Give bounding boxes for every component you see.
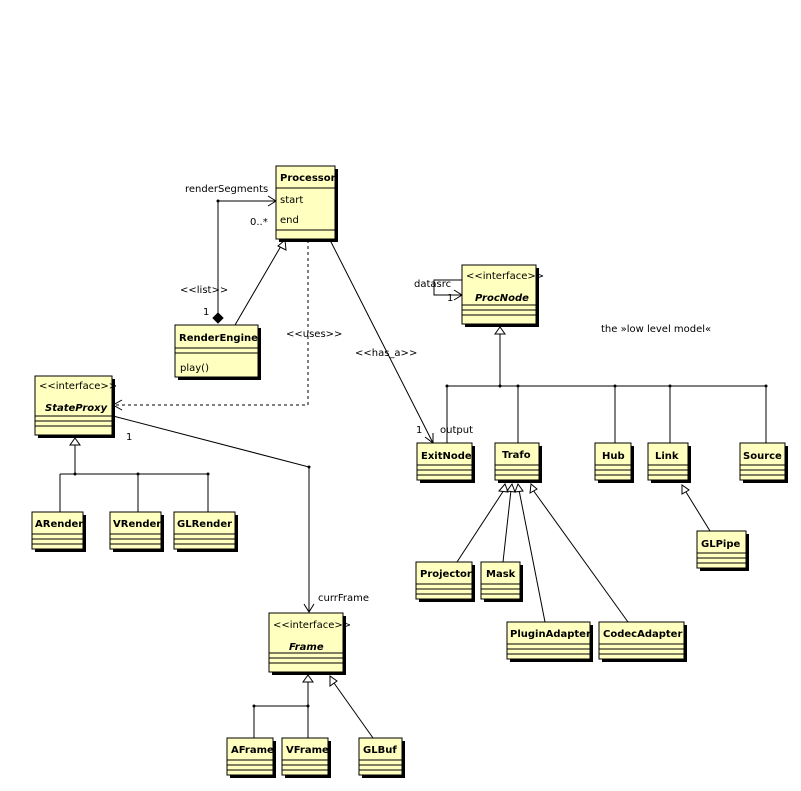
junction-dot [307,465,311,469]
class-processor[interactable]: Processor start end [275,165,338,242]
generalization-arrow-icon [69,437,81,446]
class-glpipe[interactable]: GLPipe [696,530,749,571]
multiplicity-label: 1 [447,293,453,304]
junction-dot [498,384,502,388]
junction-dot [306,704,310,708]
class-name: ARender [35,519,83,530]
generalization-arrow-icon [494,326,506,335]
class-renderengine[interactable]: RenderEngine play() [174,324,261,380]
class-name: GLPipe [701,539,740,550]
generalization-arrow-icon [529,483,538,494]
generalization-arrow-icon [498,483,509,493]
junction-dot [764,384,768,388]
class-name: GLBuf [363,745,397,756]
stereotype: <<interface>> [273,620,351,631]
class-hub[interactable]: Hub [594,442,634,483]
render-segments-label: renderSegments [185,184,268,195]
stereotype: <<interface>> [466,271,544,282]
class-name: Frame [289,642,324,653]
renderengine-generalization-line [234,245,282,326]
class-name: RenderEngine [179,333,258,344]
class-name: Link [655,451,679,462]
datasrc-label: datasrc [414,279,451,290]
junction-dot [206,472,210,476]
class-vrender[interactable]: VRender [109,511,164,552]
class-name: Projector [420,569,472,580]
attribute: end [280,215,299,226]
generalization-arrow-icon [514,482,524,493]
class-glrender[interactable]: GLRender [173,511,238,552]
class-name: PluginAdapter [510,629,591,640]
pluginadapter-generalization [518,489,546,623]
has-a-label: <<has_a>> [355,348,417,359]
class-trafo[interactable]: Trafo [494,442,542,483]
output-label: output [440,425,473,436]
junction-dot [445,384,449,388]
class-codecadapter[interactable]: CodecAdapter [598,621,687,662]
generalization-arrow-icon [681,484,690,495]
projector-generalization [456,489,505,563]
has-a-association [329,239,434,444]
class-name: AFrame [231,745,274,756]
stereotype: <<interface>> [39,381,117,392]
class-name: Source [743,451,782,462]
multiplicity-label: 1 [126,432,132,443]
class-pluginadapter[interactable]: PluginAdapter [506,621,593,662]
junction-dot [668,384,672,388]
mask-generalization [502,489,512,563]
class-name: VFrame [286,745,329,756]
junction-dot [136,472,140,476]
class-source[interactable]: Source [739,442,788,483]
generalization-arrow-icon [329,675,338,687]
generalization-arrow-icon [506,482,516,493]
class-procnode[interactable]: <<interface>> ProcNode [461,264,544,327]
list-stereotype-label: <<list>> [180,285,228,296]
multiplicity-label: 1 [203,307,209,318]
class-aframe[interactable]: AFrame [226,737,276,778]
connectors [59,195,768,739]
class-exitnode[interactable]: ExitNode [416,442,475,483]
class-vframe[interactable]: VFrame [281,737,331,778]
labels: renderSegments 0..* <<list>> 1 <<uses>> … [126,184,711,604]
junction-dot [252,704,256,708]
class-name: Hub [602,451,625,462]
datasrc-loop [433,279,462,296]
junction-dot [516,384,520,388]
junction-dot [613,384,617,388]
multiplicity-label: 0..* [250,217,268,228]
class-name: ExitNode [421,451,472,462]
low-level-model-note: the »low level model« [601,324,711,335]
junction-dot [73,472,77,476]
uses-dependency [113,240,309,406]
codecadapter-generalization [532,489,629,623]
class-stateproxy[interactable]: <<interface>> StateProxy [34,375,117,438]
composition-diamond-icon [212,312,224,324]
class-link[interactable]: Link [647,442,691,483]
generalization-arrow-icon [277,238,287,251]
class-name: VRender [113,519,161,530]
attribute: start [280,195,303,206]
glpipe-generalization [685,491,711,532]
multiplicity-label: 1 [416,425,422,436]
class-name: CodecAdapter [603,629,682,640]
class-mask[interactable]: Mask [480,561,523,602]
class-name: Mask [486,569,516,580]
uses-label: <<uses>> [286,329,342,340]
class-name: GLRender [177,519,232,530]
class-projector[interactable]: Projector [415,561,475,602]
class-name: Trafo [502,450,531,461]
curr-frame-label: currFrame [318,593,369,604]
generalization-arrow-icon [302,674,314,683]
class-frame[interactable]: <<interface>> Frame [268,612,351,675]
junction-dot [216,199,220,203]
class-name: Processor [280,173,336,184]
glbuf-generalization [333,682,374,739]
class-name: StateProxy [45,403,108,414]
curr-frame-arrowhead [303,603,315,613]
class-glbuf[interactable]: GLBuf [358,737,405,778]
class-arender[interactable]: ARender [31,511,86,552]
operation: play() [180,363,209,374]
class-name: ProcNode [475,293,529,304]
